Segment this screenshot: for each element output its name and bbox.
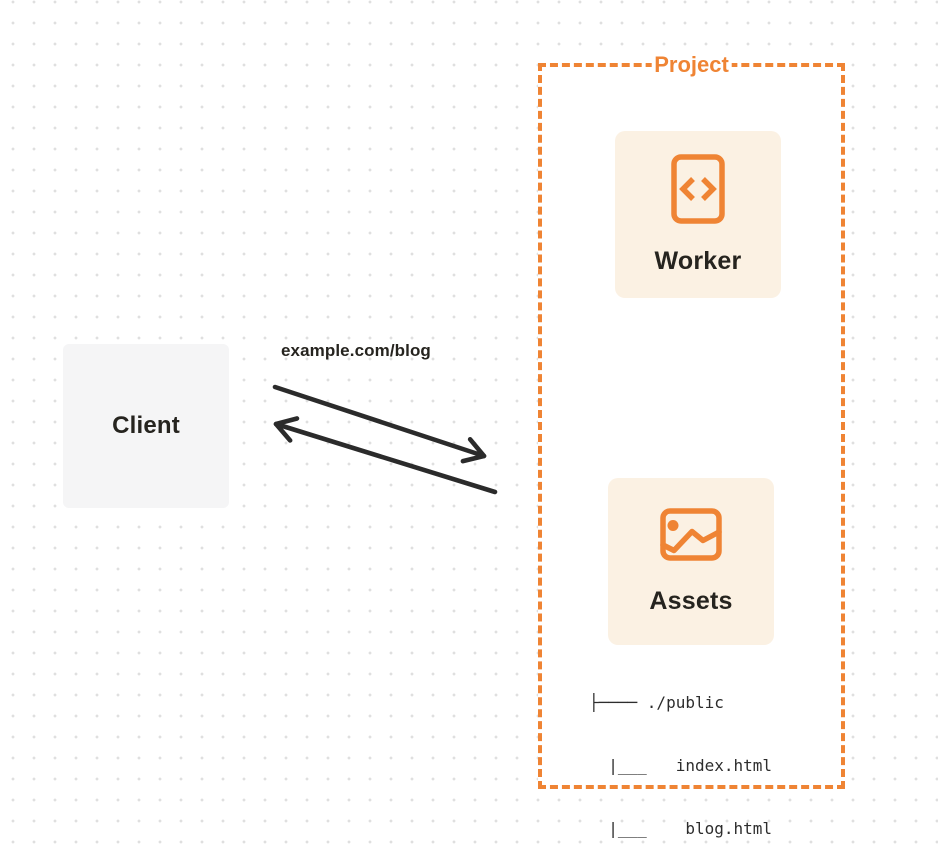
client-node: Client [63,344,229,508]
file-tree-line: |___ index.html [589,756,773,775]
project-boundary: Project Worker Assets ├──── ./public |__… [538,51,845,838]
file-tree-line: ├──── ./public [589,693,724,712]
project-title: Project [651,51,732,79]
response-arrow [273,416,498,495]
image-icon [660,507,722,561]
assets-label: Assets [649,586,733,615]
worker-label: Worker [654,246,742,275]
assets-file-tree: ├──── ./public |___ index.html |___ blog… [589,650,772,860]
code-document-icon [671,153,725,224]
request-url-label: example.com/blog [281,341,431,360]
request-arrow [272,384,487,464]
file-tree-line: |___ blog.html [589,819,773,838]
assets-node: Assets [608,478,774,645]
client-label: Client [112,412,180,439]
worker-node: Worker [615,131,781,298]
